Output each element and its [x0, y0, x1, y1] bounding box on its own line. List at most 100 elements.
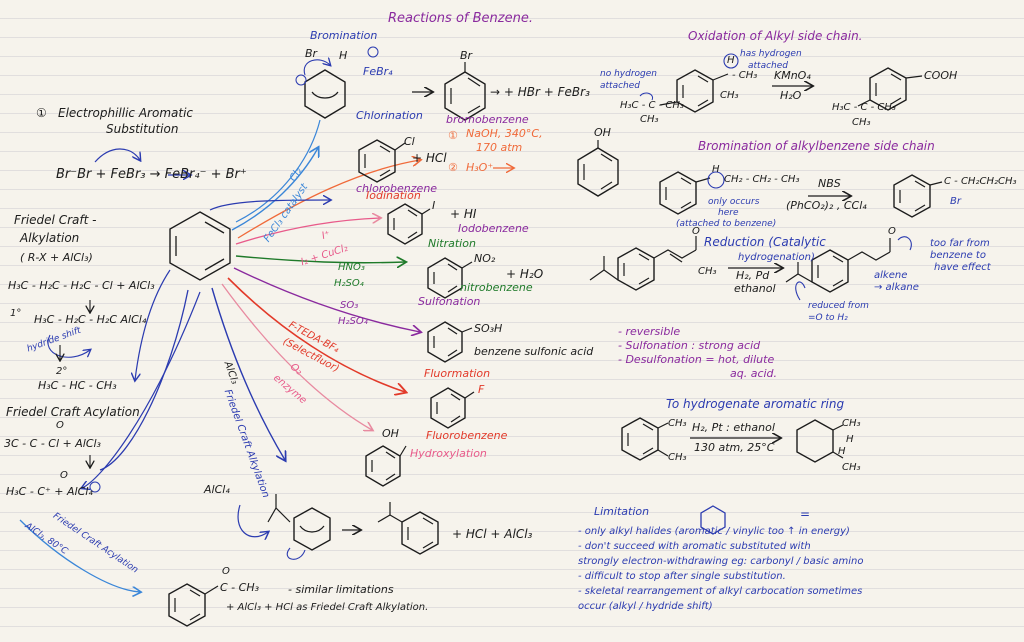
- arrow-acylation-bottom: [19, 519, 140, 592]
- side-bromination-product: C - CH₂CH₂CH₃: [944, 176, 1017, 187]
- iodobenzene-label: Iodobenzene: [458, 222, 529, 235]
- phenol-ring-a: [577, 140, 619, 197]
- side-bromination-reagent2: (PhCO₂)₂ , CCl₄: [786, 199, 867, 212]
- oxidation-sub2: CH₃: [720, 90, 739, 101]
- alkylation-intermediate: [237, 494, 331, 560]
- acylation-note: - similar limitations: [288, 583, 394, 596]
- nitrobenzene-label: nitrobenzene: [460, 281, 533, 294]
- bromobenzene-ring: [444, 62, 486, 121]
- reduction-note7: =O to H₂: [808, 313, 848, 323]
- chlorobenzene-ring: [358, 139, 406, 183]
- acylation-o: O: [56, 420, 64, 431]
- acetophenone-label: C - CH₃: [220, 581, 260, 594]
- hydrogenate-reagent: H₂, Pt : ethanol: [692, 421, 775, 434]
- arrow-chlorination: [231, 148, 318, 231]
- limitation-item-2: strongly electron-withdrawing eg: carbon…: [578, 556, 864, 567]
- hyd-a-step1b: 170 atm: [476, 141, 523, 154]
- reduction-note3: have effect: [934, 262, 991, 273]
- phenol-b-oh: OH: [382, 427, 399, 440]
- iodobenzene-i: I: [432, 199, 436, 212]
- nitrobenzene-ring: [427, 257, 473, 299]
- hyd-a-step1: NaOH, 340°C,: [466, 127, 543, 140]
- bromination-br: Br: [305, 47, 318, 60]
- acylation-eq: 3C - C - Cl + AlCl₃: [4, 437, 101, 450]
- oxidation-has-h2: attached: [748, 61, 788, 71]
- hyd-b-label: Hydroxylation: [410, 447, 487, 460]
- nitration-reagent2: H₂SO₄: [334, 278, 364, 289]
- cyclohexane-ch3-top: CH₃: [842, 418, 861, 429]
- oxidation-product-cooh: COOH: [924, 69, 958, 82]
- iodobenzene-ring: [387, 203, 431, 245]
- limitation-hexagon: [700, 505, 726, 535]
- sulfonic-label: benzene sulfonic acid: [474, 345, 594, 358]
- alkylation-cond: ( R-X + AlCl₃): [20, 251, 93, 264]
- reduction-note5: → alkane: [874, 282, 919, 293]
- nitrobenzene-no2: NO₂: [474, 252, 496, 265]
- reduction-heading: Reduction (Catalytic: [704, 235, 826, 249]
- sulfonation-note-0: - reversible: [618, 325, 681, 338]
- fluorination-label: Fluormation: [424, 367, 491, 380]
- reduction-heading-2: hydrogenation): [738, 252, 815, 263]
- arrow-iodination-b: [209, 200, 330, 211]
- arrow-acylation-2: [82, 291, 201, 488]
- central-benzene: [169, 211, 231, 281]
- iodination-label: Iodination: [366, 189, 421, 202]
- phenol-ring-b: [365, 445, 407, 487]
- oxidation-no-h: no hydrogen: [600, 69, 657, 79]
- oxidation-has-h: has hydrogen: [740, 49, 802, 59]
- nitration-reagent: HNO₃: [338, 262, 365, 273]
- oxidation-tbu-left: H₃C - C - CH₃: [620, 100, 684, 111]
- oxidation-reagent2: H₂O: [780, 89, 802, 102]
- alkylation-alcl4: AlCl₄: [204, 483, 230, 496]
- chlorination-label: Chlorination: [356, 109, 423, 122]
- limitation-eq: =: [800, 507, 811, 521]
- alkylation-heading: Friedel Craft -: [14, 213, 97, 227]
- oxidation-reagent: KMnO₄: [774, 69, 811, 82]
- sulfonic-ring: [427, 321, 473, 363]
- arrow-alkylation: [211, 287, 285, 460]
- arrow-iodination: [235, 218, 380, 245]
- oxidation-product-tbu: H₃C - C - CH₃: [832, 102, 896, 113]
- xylene-ch3-bottom: CH₃: [668, 452, 687, 463]
- alkylation-product: H₃C - HC - CH₃: [38, 379, 117, 392]
- limitation-item-1: - don't succeed with aromatic substitute…: [578, 541, 811, 552]
- side-bromination-chain: CH₂ - CH₂ - CH₃: [724, 174, 800, 185]
- alkylation-eq: H₃C - H₂C - H₂C - Cl + AlCl₃: [8, 279, 155, 292]
- page-title: Reactions of Benzene.: [388, 11, 533, 26]
- bromination-reagent: FeBr₄: [363, 65, 393, 78]
- side-bromination-h: H: [712, 164, 720, 175]
- bromobenzene-br: Br: [460, 49, 473, 62]
- limitation-item-5: occur (alkyl / hydride shift): [578, 601, 713, 612]
- cyclohexane-ring: [796, 419, 844, 463]
- arrow-bromination-to-center: [235, 119, 321, 223]
- oxidation-tbu-left2: CH₃: [640, 114, 659, 125]
- bromobenzene-label: bromobenzene: [446, 113, 529, 126]
- reduction-note2: benzene to: [930, 250, 986, 261]
- cumene-product: [377, 502, 439, 555]
- reduction-ch3: CH₃: [698, 266, 717, 277]
- acylation-o2: O: [60, 470, 68, 481]
- side-bromination-br: Br: [950, 196, 961, 207]
- bromination-product-eq: → + HBr + FeBr₃: [490, 85, 590, 99]
- eq-bromonium: Br⁻Br + FeBr₃ → FeBr₄⁻ + Br⁺: [56, 167, 247, 182]
- acetophenone-ring: [168, 583, 219, 627]
- reduction-note6: reduced from: [808, 301, 869, 311]
- limitation-item-3: - difficult to stop after single substit…: [578, 571, 786, 582]
- reduction-note4: alkene: [874, 270, 908, 281]
- section-heading-2: Substitution: [106, 122, 179, 136]
- xylene-ch3-top: CH₃: [668, 418, 687, 429]
- oxidation-reactant: [639, 53, 739, 113]
- hydrogenate-reagent2: 130 atm, 25°C: [694, 441, 775, 454]
- reduction-product: [785, 236, 912, 301]
- hyd-a-n1: ①: [448, 129, 458, 142]
- limitation-item-0: - only alkyl halides (aromatic / vinylic…: [578, 526, 850, 537]
- sulfonation-reagent2: H₂SO₄: [338, 316, 368, 327]
- section-heading: Electrophillic Aromatic: [58, 106, 194, 120]
- acylation-acylium: H₃C - C⁺ + AlCl₄: [6, 485, 93, 498]
- side-bromination-note3: (attached to benzene): [676, 219, 777, 229]
- hyd-a-step2: H₃O⁺: [466, 161, 494, 174]
- reduction-note: too far from: [930, 238, 990, 249]
- sulfonation-label: Sulfonation: [418, 295, 481, 308]
- alkylation-carbocation: H₃C - H₂C - H₂C AlCl₄: [34, 313, 147, 326]
